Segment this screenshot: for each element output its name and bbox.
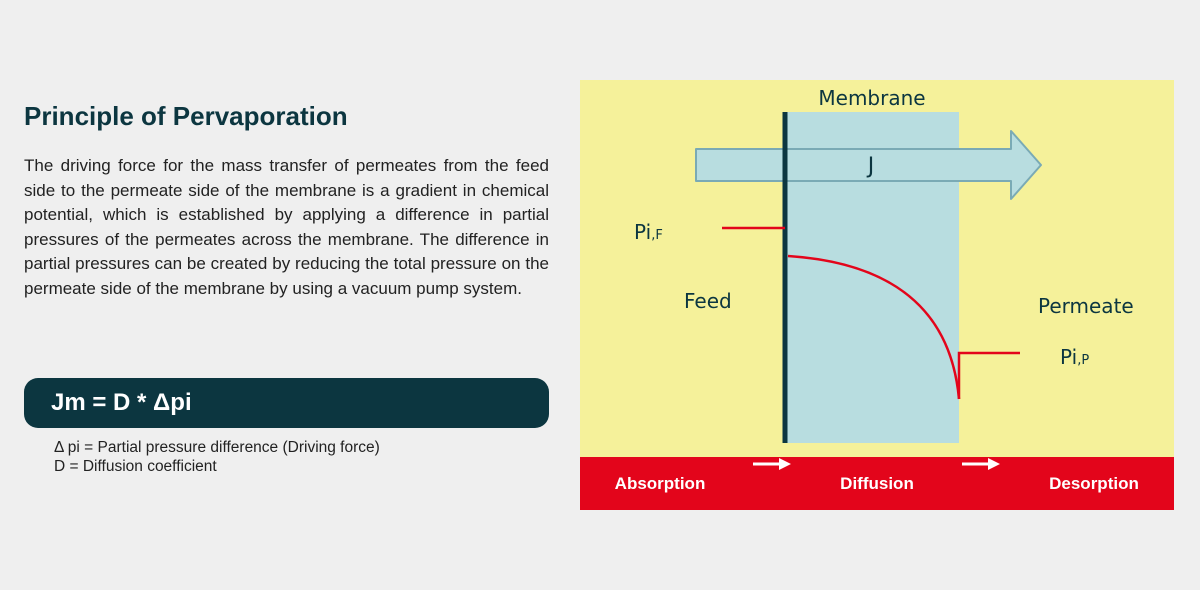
- diagram-canvas: Membrane J Pi,F Feed Permeate Pi,P: [580, 80, 1174, 457]
- stage-diffusion: Diffusion: [840, 474, 914, 493]
- formula-legend: Δ pi = Partial pressure difference (Driv…: [54, 438, 380, 476]
- formula-banner: Jm = D * Δpi: [24, 378, 549, 428]
- legend-item-diffusion-coefficient: D = Diffusion coefficient: [54, 458, 217, 475]
- permeate-pressure-line: [957, 351, 1020, 399]
- pervaporation-diagram: Membrane J Pi,F Feed Permeate Pi,P Absor…: [580, 80, 1174, 510]
- permeate-pressure-label: Pi,P: [1060, 345, 1089, 369]
- right-arrow-icon: [962, 458, 1000, 470]
- feed-pressure-subscript: ,F: [651, 228, 663, 243]
- process-stage-bar: Absorption Diffusion Desorption: [580, 457, 1174, 510]
- feed-label: Feed: [684, 289, 732, 313]
- flux-arrow-icon: [695, 130, 1042, 200]
- flux-label: J: [866, 154, 875, 179]
- formula-text: Jm = D * Δpi: [51, 389, 192, 416]
- permeate-pressure-subscript: ,P: [1077, 353, 1089, 368]
- feed-pressure-symbol: Pi: [634, 220, 651, 244]
- page-title: Principle of Pervaporation: [24, 101, 348, 131]
- stage-desorption: Desorption: [1049, 474, 1139, 493]
- permeate-pressure-symbol: Pi: [1060, 345, 1077, 369]
- pressure-gradient-curve: [787, 254, 961, 400]
- description-text: The driving force for the mass transfer …: [24, 156, 549, 298]
- feed-pressure-label: Pi,F: [634, 220, 663, 244]
- legend-item-driving-force: Δ pi = Partial pressure difference (Driv…: [54, 439, 380, 456]
- membrane-label: Membrane: [818, 86, 925, 110]
- stage-absorption: Absorption: [614, 474, 706, 493]
- permeate-label: Permeate: [1038, 294, 1134, 318]
- right-arrow-icon: [753, 458, 791, 470]
